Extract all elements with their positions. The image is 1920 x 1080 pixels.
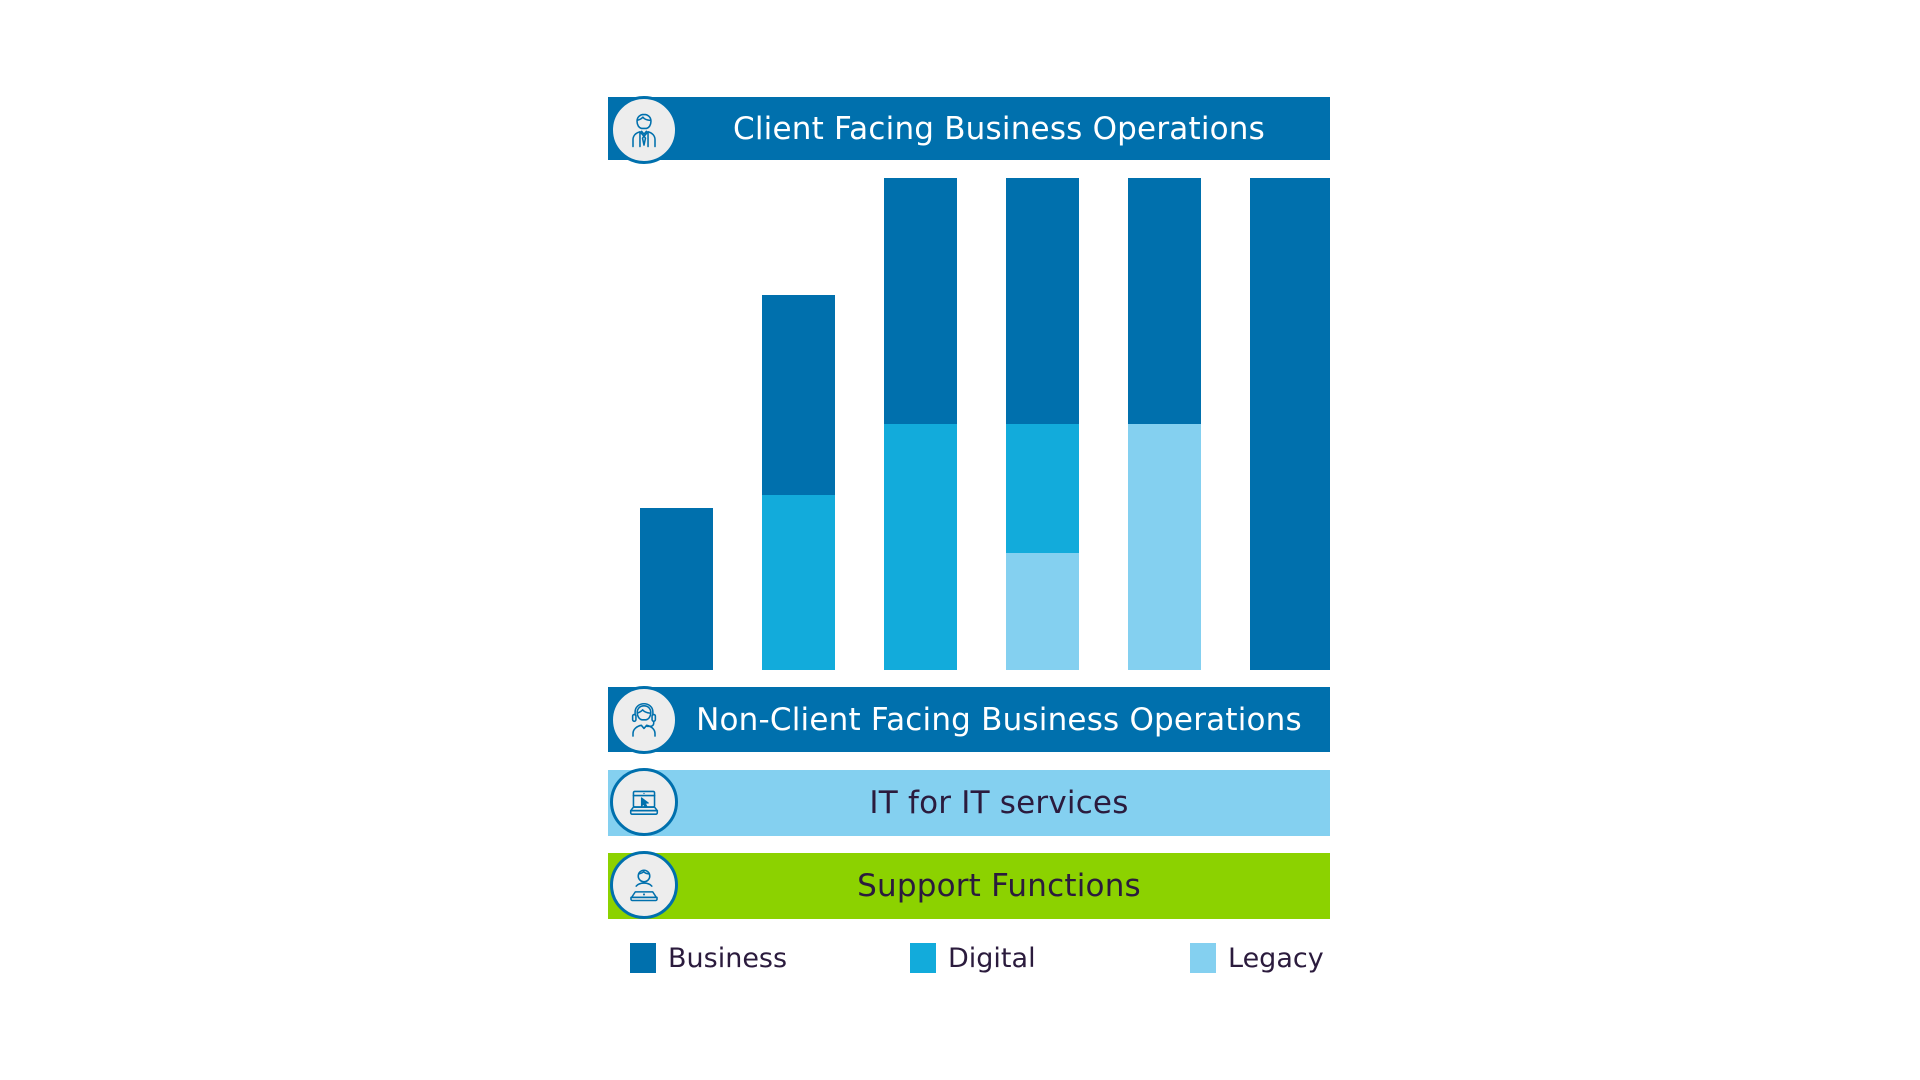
bar-segment-digital	[762, 495, 835, 670]
banner-label: IT for IT services	[869, 785, 1129, 821]
legend-swatch-digital	[910, 943, 936, 973]
banner-fill	[608, 770, 1330, 836]
bar-column-3[interactable]	[884, 178, 957, 670]
bar-segment-business	[1006, 178, 1079, 424]
banner-fill	[608, 97, 1330, 160]
banner-fill	[608, 853, 1330, 919]
banner-label: Non-Client Facing Business Operations	[696, 701, 1302, 738]
chart-legend: Business Digital Legacy	[608, 938, 1330, 978]
stacked-bar-chart	[608, 178, 1330, 670]
bar-segment-business	[1128, 178, 1201, 424]
banner-label: Client Facing Business Operations	[733, 110, 1265, 147]
businessman-icon	[610, 96, 678, 164]
bar-segment-business	[640, 508, 713, 670]
bar-segment-business	[884, 178, 957, 424]
bar-segment-digital	[1006, 424, 1079, 553]
legend-swatch-legacy	[1190, 943, 1216, 973]
legend-swatch-business	[630, 943, 656, 973]
bar-segment-business	[762, 295, 835, 495]
bar-column-1[interactable]	[640, 508, 713, 670]
banner-client-facing-business-operations[interactable]: Client Facing Business Operations	[608, 97, 1330, 160]
banner-non-client-facing-business-operations[interactable]: Non-Client Facing Business Operations	[608, 687, 1330, 752]
legend-item-legacy[interactable]: Legacy	[1190, 943, 1324, 973]
headset-agent-icon	[610, 686, 678, 754]
bar-segment-digital	[884, 424, 957, 670]
banner-support-functions[interactable]: Support Functions	[608, 853, 1330, 919]
bar-column-4[interactable]	[1006, 178, 1079, 670]
bar-column-6[interactable]	[1250, 178, 1330, 670]
legend-label-legacy: Legacy	[1228, 942, 1324, 974]
bar-column-5[interactable]	[1128, 178, 1201, 670]
bar-segment-legacy	[1006, 553, 1079, 670]
person-laptop-icon	[610, 851, 678, 919]
banner-it-for-it-services[interactable]: IT for IT services	[608, 770, 1330, 836]
legend-item-digital[interactable]: Digital	[910, 943, 1036, 973]
bar-segment-legacy	[1128, 424, 1201, 670]
legend-label-digital: Digital	[948, 942, 1036, 974]
legend-item-business[interactable]: Business	[630, 943, 787, 973]
banner-fill	[608, 687, 1330, 752]
bar-segment-business	[1250, 178, 1330, 670]
bar-column-2[interactable]	[762, 295, 835, 670]
laptop-cursor-icon	[610, 768, 678, 836]
banner-label: Support Functions	[857, 868, 1141, 904]
legend-label-business: Business	[668, 942, 788, 974]
